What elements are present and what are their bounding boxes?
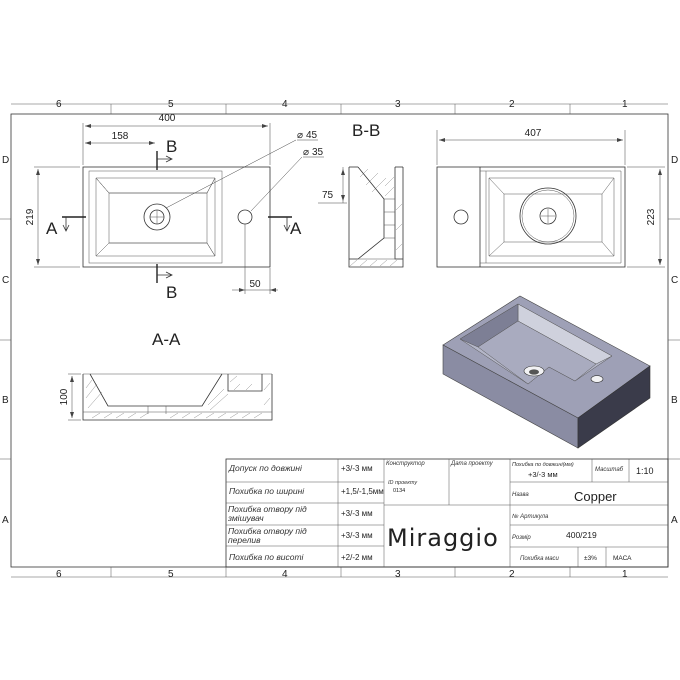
mass-label: МАСА <box>613 555 632 562</box>
len-tol-label: Похибка по довжині(мм) <box>512 462 574 468</box>
hatch-pattern <box>349 168 403 267</box>
iso-drain-inner <box>529 369 539 375</box>
scale-value: 1:10 <box>636 466 654 476</box>
cut-label-b-top: B <box>166 137 177 156</box>
row-label: A <box>671 515 678 526</box>
section-bb-title: B-B <box>352 121 380 140</box>
tol-label: Похибка по ширині <box>229 486 305 496</box>
tol-label: Похибка по висоті <box>229 552 305 562</box>
section-b-b: B-B 75 <box>318 121 404 268</box>
tol-value: +3/-3 мм <box>341 509 373 518</box>
hatch-pattern-aa <box>85 375 271 419</box>
row-label: C <box>2 275 9 286</box>
cut-label-a-right: A <box>290 219 302 238</box>
col-label: 5 <box>168 99 174 110</box>
dim-height-219: 219 <box>25 208 36 225</box>
product-name: Copper <box>574 489 617 504</box>
dim-width-407: 407 <box>525 128 542 139</box>
name-label: Назва <box>512 492 529 498</box>
title-block: Допуск по довжині +3/-3 мм Похибка по ши… <box>225 458 669 568</box>
iso-tap-hole <box>590 375 604 383</box>
dim-diameter-35: 35 <box>312 147 324 158</box>
project-id-label: ID проекту <box>388 480 418 486</box>
col-label: 1 <box>622 99 628 110</box>
cut-label-b-bottom: B <box>166 283 177 302</box>
col-label: 4 <box>282 99 288 110</box>
scale-label: Масштаб <box>595 467 624 473</box>
dim-width-400: 400 <box>159 113 176 124</box>
drain-hole-outer <box>143 203 171 231</box>
top-view: 407 223 <box>436 128 665 268</box>
dim-offset-158: 158 <box>112 131 129 142</box>
tol-label: Похибка отвору під перелив <box>228 526 307 545</box>
dim-height-100: 100 <box>59 388 70 405</box>
col-label: 2 <box>509 569 515 580</box>
col-label: 3 <box>395 569 401 580</box>
col-label: 6 <box>56 99 62 110</box>
col-label: 2 <box>509 99 515 110</box>
col-label: 1 <box>622 569 628 580</box>
col-label: 3 <box>395 99 401 110</box>
article-label: № Артикула <box>512 513 549 520</box>
tap-hole-top <box>453 209 469 225</box>
isometric-view <box>442 295 651 449</box>
section-aa-title: A-A <box>152 330 181 349</box>
brand-name: Miraggio <box>387 524 499 552</box>
row-label: D <box>671 155 678 166</box>
tap-hole <box>237 209 253 225</box>
front-view: B B A A 400 158 219 ⌀ 45 ⌀ 35 <box>25 113 324 302</box>
drain-top-outer <box>519 187 577 245</box>
mass-tol-value: ±3% <box>584 555 597 562</box>
len-tol-value: +3/-3 мм <box>528 470 558 479</box>
tol-label: Допуск по довжині <box>228 463 303 473</box>
tol-value: +3/-3 мм <box>341 464 373 473</box>
dim-bottom-50: 50 <box>249 279 261 290</box>
row-label: B <box>2 395 9 406</box>
size-value: 400/219 <box>566 530 597 540</box>
mass-tol-label: Похибка маси <box>520 556 560 562</box>
column-labels-bottom: 6 5 4 3 2 1 <box>56 569 628 580</box>
row-labels: D C B A D C B A <box>2 155 678 526</box>
date-label: Дата проекту <box>450 461 494 467</box>
row-label: A <box>2 515 9 526</box>
dim-height-223: 223 <box>646 208 657 225</box>
designer-label: Конструктор <box>386 461 425 467</box>
row-label: C <box>671 275 678 286</box>
dim-depth-75: 75 <box>322 190 334 201</box>
dia-symbol: ⌀ <box>297 130 303 141</box>
col-label: 5 <box>168 569 174 580</box>
dia-symbol: ⌀ <box>303 147 309 158</box>
tol-value: +2/-2 мм <box>341 553 373 562</box>
tol-value: +1,5/-1,5мм <box>341 487 384 496</box>
dim-diameter-45: 45 <box>306 130 318 141</box>
tol-value: +3/-3 мм <box>341 531 373 540</box>
project-id-value: 0134 <box>393 488 405 494</box>
row-label: D <box>2 155 9 166</box>
col-label: 6 <box>56 569 62 580</box>
cut-label-a-left: A <box>46 219 58 238</box>
section-a-a: A-A <box>59 330 273 421</box>
col-label: 4 <box>282 569 288 580</box>
size-label: Розмір <box>512 535 531 541</box>
column-labels-top: 6 5 4 3 2 1 <box>56 99 628 110</box>
drain-top-inner <box>539 207 557 225</box>
tol-label: Похибка отвору під змішувач <box>228 504 307 523</box>
row-label: B <box>671 395 678 406</box>
